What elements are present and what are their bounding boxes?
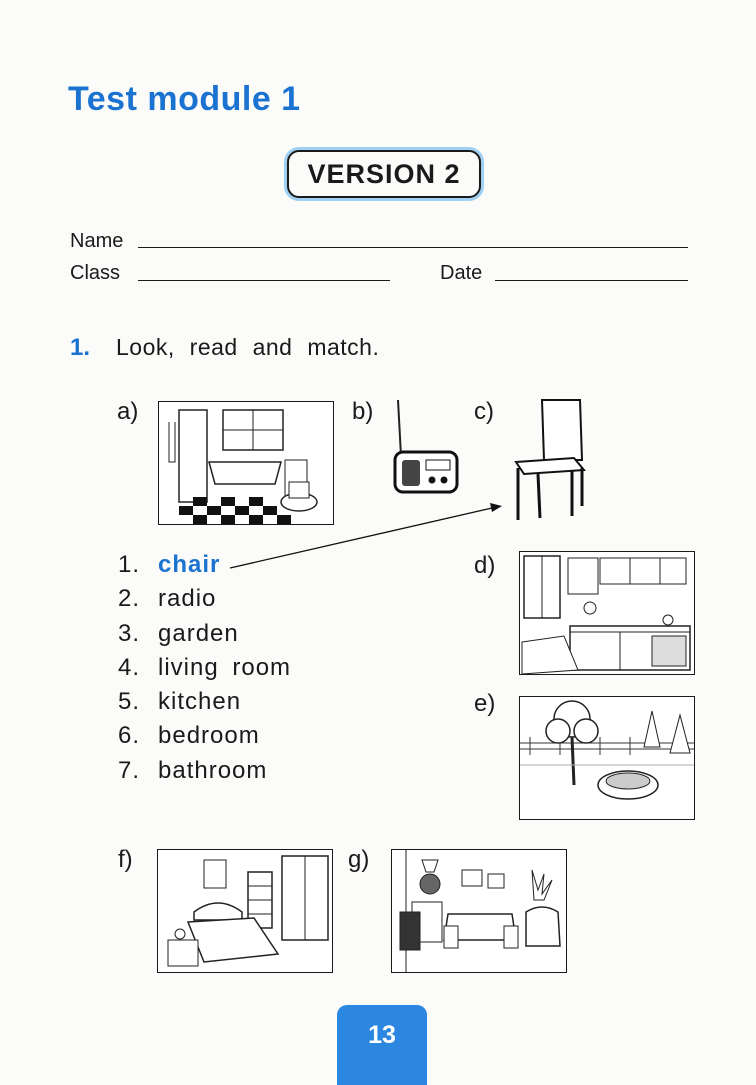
word-number: 7. xyxy=(118,756,141,784)
word-number: 5. xyxy=(118,688,141,716)
word-label: living room xyxy=(158,653,292,681)
word-number: 2. xyxy=(118,585,141,613)
word-label: chair xyxy=(158,551,221,578)
word-number: 4. xyxy=(118,653,141,681)
picture-label-c: c) xyxy=(474,398,494,425)
picture-label-f: f) xyxy=(118,846,133,873)
word-label: bedroom xyxy=(158,722,260,750)
picture-label-a: a) xyxy=(117,398,139,425)
kitchen-illustration xyxy=(519,551,695,675)
class-line[interactable] xyxy=(138,280,390,281)
radio-illustration xyxy=(392,398,460,494)
list-item[interactable]: 4. living room xyxy=(118,651,291,685)
version-badge: VERSION 2 xyxy=(287,150,481,198)
bathroom-illustration xyxy=(158,401,334,525)
word-list: 1. chair 2. radio 3. garden 4. living room 5… xyxy=(118,548,291,788)
picture-label-d: d) xyxy=(474,552,496,579)
name-label: Name xyxy=(70,230,124,252)
task-instruction: Look, read and match. xyxy=(116,334,380,360)
word-label: bathroom xyxy=(158,756,268,784)
date-label: Date xyxy=(440,262,483,284)
word-number: 1. xyxy=(118,551,141,578)
bedroom-illustration xyxy=(157,849,333,973)
picture-label-e: e) xyxy=(474,690,496,717)
word-number: 3. xyxy=(118,619,141,647)
list-item[interactable]: 2. radio xyxy=(118,582,291,616)
living-room-illustration xyxy=(391,849,567,973)
page-title: Test module 1 xyxy=(68,80,301,118)
list-item[interactable]: 6. bedroom xyxy=(118,719,291,753)
date-line[interactable] xyxy=(495,280,688,281)
word-label: garden xyxy=(158,619,239,647)
word-number: 6. xyxy=(118,722,141,750)
list-item[interactable]: 7. bathroom xyxy=(118,754,291,788)
list-item[interactable]: 5. kitchen xyxy=(118,685,291,719)
chair-illustration xyxy=(510,398,590,524)
picture-label-g: g) xyxy=(348,846,370,873)
name-line[interactable] xyxy=(138,247,688,248)
task-number: 1. xyxy=(70,334,91,361)
word-label: kitchen xyxy=(158,688,242,716)
garden-illustration xyxy=(519,696,695,820)
class-label: Class xyxy=(70,262,121,284)
page-number: 13 xyxy=(337,1005,427,1085)
list-item[interactable]: 3. garden xyxy=(118,617,291,651)
picture-label-b: b) xyxy=(352,398,374,425)
list-item[interactable]: 1. chair xyxy=(118,548,291,582)
word-label: radio xyxy=(158,585,217,613)
